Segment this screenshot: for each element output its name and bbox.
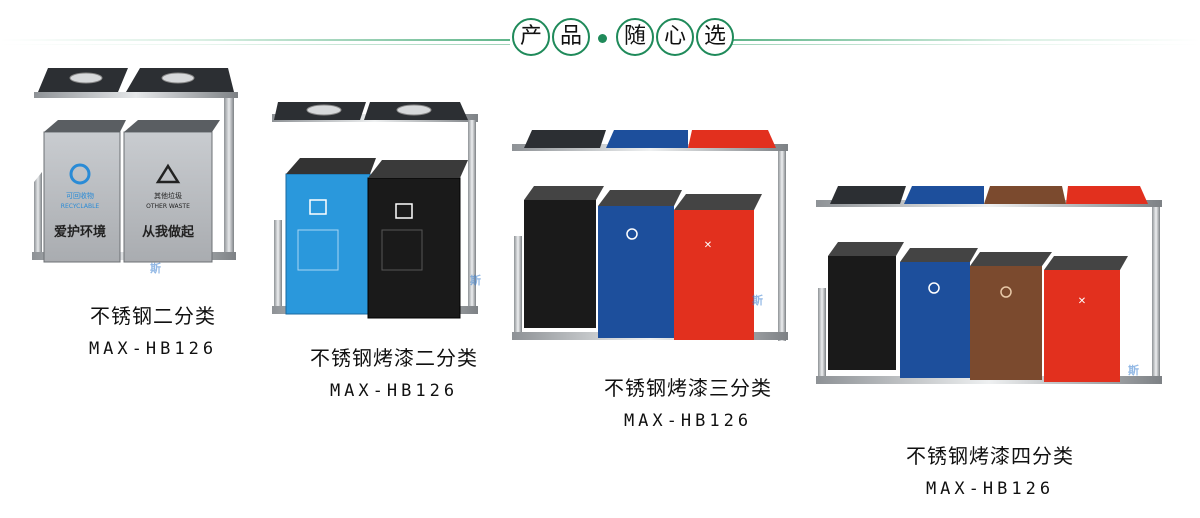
svg-text:✕: ✕ bbox=[704, 240, 712, 251]
svg-text:从我做起: 从我做起 bbox=[142, 224, 195, 240]
header-line-left bbox=[0, 39, 510, 41]
svg-text:RECYCLABLE: RECYCLABLE bbox=[61, 203, 100, 210]
watermark-2: 斯 bbox=[470, 274, 482, 287]
svg-text:OTHER WASTE: OTHER WASTE bbox=[146, 203, 190, 210]
product-caption-4: 不锈钢烤漆四分类 MAX-HB126 bbox=[900, 440, 1080, 499]
product-name: 不锈钢烤漆二分类 bbox=[310, 346, 478, 370]
product-name: 不锈钢烤漆四分类 bbox=[906, 444, 1074, 468]
product-caption-2: 不锈钢烤漆二分类 MAX-HB126 bbox=[304, 342, 484, 401]
title-char-3: 随 bbox=[616, 18, 654, 56]
product-image-1: 可回收物 RECYCLABLE 爱护环境 其他垃圾 OTHER WASTE 从我… bbox=[28, 62, 248, 272]
header-line-left-thin bbox=[0, 44, 510, 45]
title-char-5: 选 bbox=[696, 18, 734, 56]
header-line-right bbox=[732, 39, 1200, 41]
product-name: 不锈钢二分类 bbox=[90, 304, 216, 328]
product-caption-1: 不锈钢二分类 MAX-HB126 bbox=[68, 300, 238, 359]
header-line-right-thin bbox=[732, 44, 1200, 45]
svg-text:可回收物: 可回收物 bbox=[66, 191, 94, 200]
product-caption-3: 不锈钢烤漆三分类 MAX-HB126 bbox=[598, 372, 778, 431]
product-model: MAX-HB126 bbox=[329, 381, 459, 401]
product-name: 不锈钢烤漆三分类 bbox=[604, 376, 772, 400]
product-image-2 bbox=[272, 100, 482, 322]
product-model: MAX-HB126 bbox=[88, 339, 218, 359]
product-model: MAX-HB126 bbox=[623, 411, 753, 431]
svg-text:✕: ✕ bbox=[1078, 296, 1086, 307]
svg-text:爱护环境: 爱护环境 bbox=[54, 224, 106, 240]
title-char-2: 品 bbox=[552, 18, 590, 56]
title-char-1: 产 bbox=[512, 18, 550, 56]
product-image-4: ✕ bbox=[814, 178, 1164, 388]
title-separator-dot bbox=[598, 34, 607, 43]
watermark-1: 斯 bbox=[150, 262, 162, 275]
product-image-3: ✕ bbox=[510, 126, 792, 348]
product-model: MAX-HB126 bbox=[925, 479, 1055, 499]
watermark-4: 斯 bbox=[1128, 364, 1140, 377]
watermark-3: 斯 bbox=[752, 294, 764, 307]
svg-text:其他垃圾: 其他垃圾 bbox=[154, 191, 182, 200]
title-char-4: 心 bbox=[656, 18, 694, 56]
